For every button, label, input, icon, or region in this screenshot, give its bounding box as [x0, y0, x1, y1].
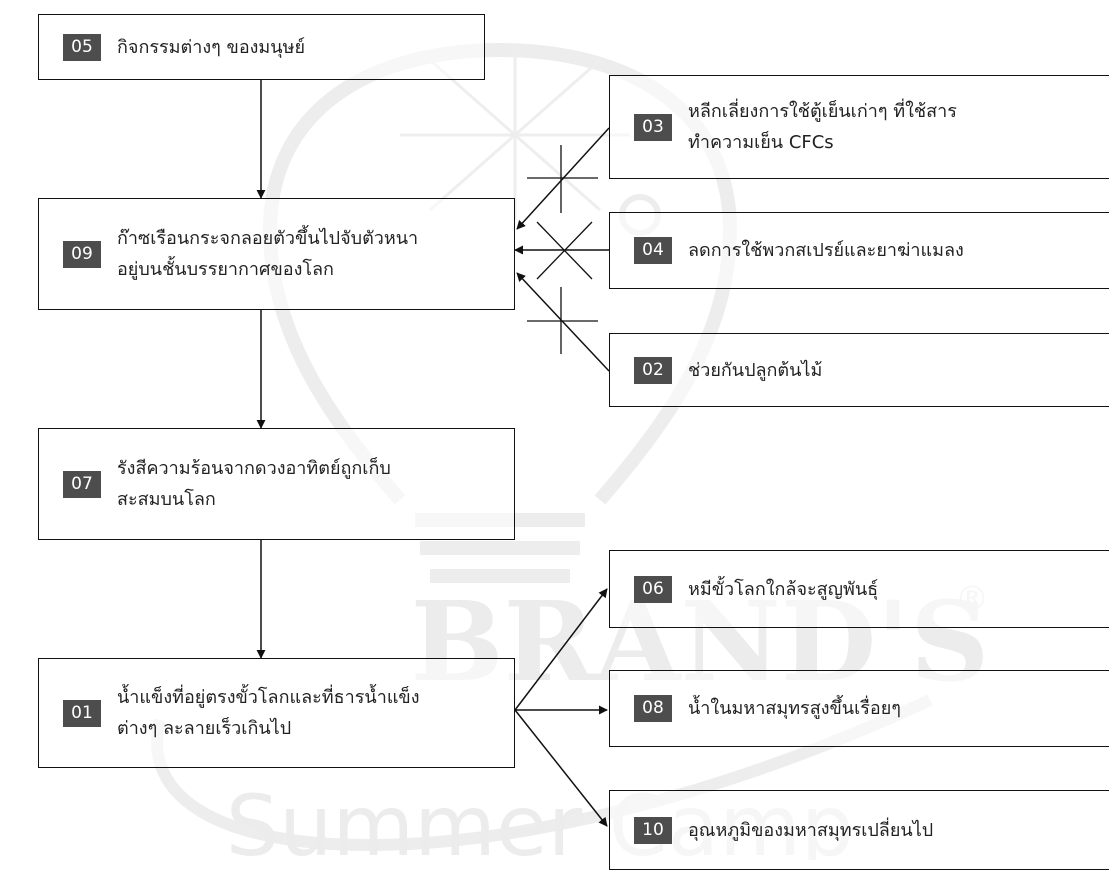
- step-number-badge: 01: [63, 699, 101, 727]
- box-01: 01 น้ำแข็งที่อยู่ตรงขั้วโลกและที่ธารน้ำแ…: [38, 658, 515, 768]
- step-number-badge: 07: [63, 470, 101, 498]
- arrow-01-to-10: [514, 709, 608, 827]
- step-number-badge: 09: [63, 240, 101, 268]
- box-text: ช่วยกันปลูกต้นไม้: [688, 359, 823, 381]
- box-text: ก๊าซเรือนกระจกลอยตัวขึ้นไปจับตัวหนาอยู่บ…: [117, 228, 419, 280]
- box-05: 05 กิจกรรมต่างๆ ของมนุษย์: [38, 14, 485, 80]
- box-04: 04 ลดการใช้พวกสเปรย์และยาฆ่าแมลง: [609, 212, 1109, 289]
- box-10: 10 อุณหภูมิของมหาสมุทรเปลี่ยนไป: [609, 790, 1109, 870]
- box-text: หลีกเลี่ยงการใช้ตู้เย็นเก่าๆ ที่ใช้สารทำ…: [688, 101, 957, 153]
- box-02: 02 ช่วยกันปลูกต้นไม้: [609, 333, 1109, 407]
- box-text: ลดการใช้พวกสเปรย์และยาฆ่าแมลง: [688, 240, 964, 261]
- box-text: น้ำในมหาสมุทรสูงขึ้นเรื่อยๆ: [688, 698, 901, 719]
- step-number-badge: 08: [634, 695, 672, 722]
- step-number-badge: 02: [634, 356, 672, 384]
- box-03: 03 หลีกเลี่ยงการใช้ตู้เย็นเก่าๆ ที่ใช้สา…: [609, 75, 1109, 179]
- sparkle-watermark-icon: [400, 50, 630, 220]
- block-mark-04: [536, 221, 593, 280]
- step-number-badge: 05: [63, 33, 101, 61]
- arrow-02-to-09: [516, 272, 610, 372]
- box-text: รังสีความร้อนจากดวงอาทิตย์ถูกเก็บสะสมบนโ…: [117, 458, 391, 510]
- box-text: อุณหภูมิของมหาสมุทรเปลี่ยนไป: [688, 819, 934, 841]
- step-number-badge: 03: [634, 113, 672, 141]
- box-text: หมีขั้วโลกใกล้จะสูญพันธุ์: [688, 578, 879, 600]
- step-number-badge: 10: [634, 816, 672, 844]
- step-number-badge: 04: [634, 237, 672, 264]
- box-06: 06 หมีขั้วโลกใกล้จะสูญพันธุ์: [609, 550, 1109, 628]
- swoosh-watermark: [151, 694, 933, 851]
- box-09: 09 ก๊าซเรือนกระจกลอยตัวขึ้นไปจับตัวหนาอย…: [38, 198, 515, 310]
- box-07: 07 รังสีความร้อนจากดวงอาทิตย์ถูกเก็บสะสม…: [38, 428, 515, 540]
- block-marks: [527, 145, 598, 354]
- step-number-badge: 06: [634, 575, 672, 603]
- box-08: 08 น้ำในมหาสมุทรสูงขึ้นเรื่อยๆ: [609, 670, 1109, 747]
- box-text: น้ำแข็งที่อยู่ตรงขั้วโลกและที่ธารน้ำแข็ง…: [117, 687, 420, 739]
- box-text: กิจกรรมต่างๆ ของมนุษย์: [117, 36, 306, 58]
- arrow-01-to-06: [514, 588, 608, 711]
